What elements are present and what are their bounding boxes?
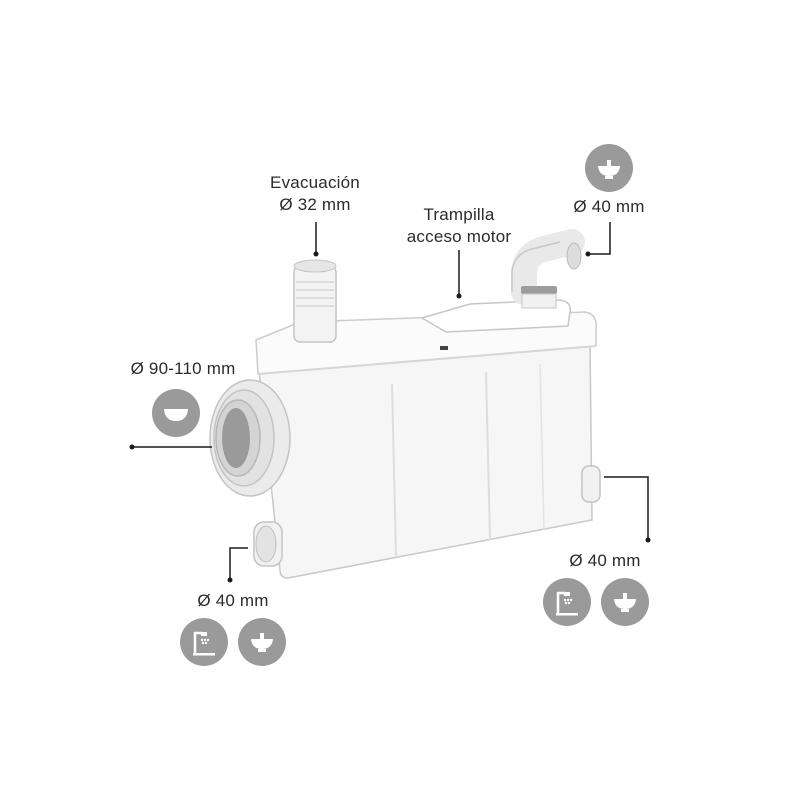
- washbasin-icon: [585, 144, 633, 192]
- evacuation-size: Ø 32 mm: [279, 195, 351, 214]
- bottom-left-size-label: Ø 40 mm: [197, 591, 269, 610]
- washbasin-icon: [238, 618, 286, 666]
- shower-icon: [180, 618, 228, 666]
- evacuation-pipe: [293, 259, 337, 343]
- toilet-icon: [152, 389, 200, 437]
- motor-hatch-title: Trampilla: [423, 205, 495, 224]
- top-right-size-label: Ø 40 mm: [573, 197, 645, 216]
- elbow-inlet: [511, 229, 585, 309]
- motor-hatch-label: Trampilla acceso motor: [384, 204, 534, 248]
- washbasin-icon: [601, 578, 649, 626]
- leader-lines: [132, 222, 649, 580]
- top-right-leader: [588, 222, 611, 255]
- bottom-left-leader: [229, 547, 248, 580]
- toilet-inlet-size-label: Ø 90-110 mm: [130, 359, 236, 378]
- bottom-right-size-label: Ø 40 mm: [569, 551, 641, 570]
- motor-hatch-subtitle: acceso motor: [406, 227, 512, 246]
- toilet-inlet: [209, 379, 291, 497]
- evacuation-label: Evacuación Ø 32 mm: [250, 172, 380, 216]
- bottom-right-leader: [604, 476, 649, 540]
- macerator-tank: [255, 299, 598, 579]
- shower-icon: [543, 578, 591, 626]
- bottom-left-inlet: [253, 521, 283, 567]
- bottom-right-inlet: [581, 465, 601, 503]
- evacuation-title: Evacuación: [270, 173, 360, 192]
